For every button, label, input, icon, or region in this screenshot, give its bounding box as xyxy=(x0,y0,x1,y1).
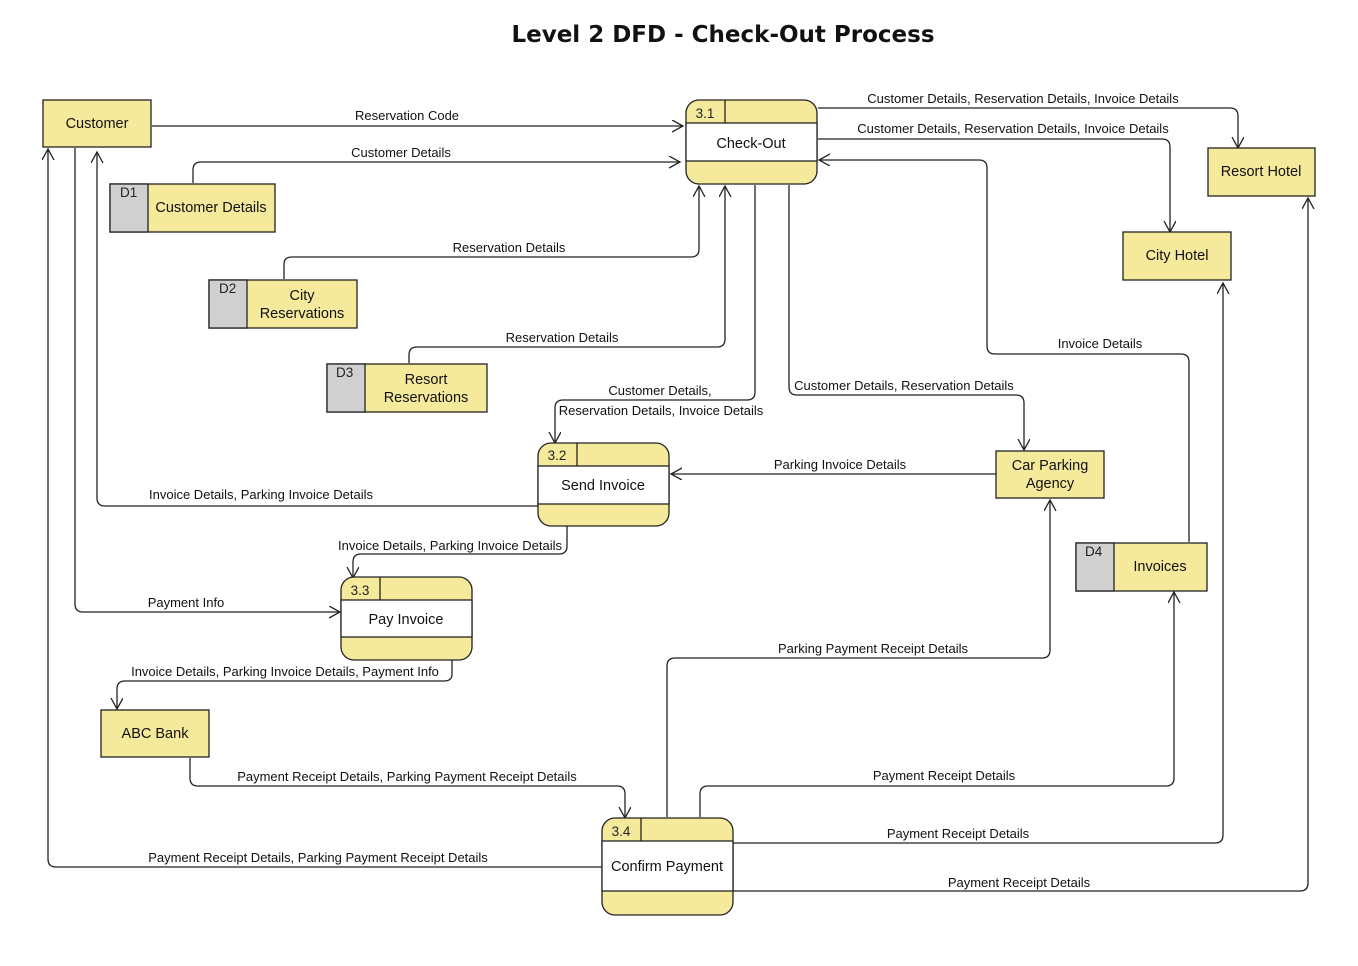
store-d3-name-line1: Resort xyxy=(405,372,448,388)
store-d3-name-line2: Reservations xyxy=(384,390,469,406)
process-3-1-id: 3.1 xyxy=(696,106,715,121)
label-bank-receipts: Payment Receipt Details, Parking Payment… xyxy=(237,769,577,784)
flow-customer-details xyxy=(192,162,680,183)
label-receipt-to-customer: Payment Receipt Details, Parking Payment… xyxy=(148,850,488,865)
entity-city-hotel-label: City Hotel xyxy=(1146,248,1209,264)
flow-labels: Reservation Code Customer Details Reserv… xyxy=(131,91,1179,890)
entity-city-hotel[interactable]: City Hotel xyxy=(1122,231,1232,281)
label-reservation-details-d3: Reservation Details xyxy=(506,330,619,345)
entity-customer[interactable]: Customer xyxy=(42,99,152,148)
label-receipt-to-resort: Payment Receipt Details xyxy=(948,875,1091,890)
process-3-2[interactable]: 3.2 Send Invoice xyxy=(537,442,670,527)
process-3-4[interactable]: 3.4 Confirm Payment xyxy=(601,817,734,916)
process-3-3-id: 3.3 xyxy=(351,583,370,598)
label-to-send-invoice-line2: Reservation Details, Invoice Details xyxy=(559,403,764,418)
flow-to-car-parking xyxy=(788,185,1024,450)
store-d3[interactable]: D3 Resort Reservations xyxy=(326,363,488,413)
flow-bank-receipts xyxy=(189,758,625,818)
label-reservation-details-d2: Reservation Details xyxy=(453,240,566,255)
store-d3-id: D3 xyxy=(336,365,353,380)
flow-receipt-to-customer xyxy=(48,149,602,868)
flow-to-pay-invoice xyxy=(353,526,568,578)
entity-car-parking-agency[interactable]: Car Parking Agency xyxy=(995,450,1105,499)
process-3-2-name: Send Invoice xyxy=(561,478,645,494)
store-d4-name: Invoices xyxy=(1133,559,1186,575)
entity-abc-bank-label: ABC Bank xyxy=(122,726,190,742)
label-invoices-to-checkout: Invoice Details xyxy=(1058,336,1143,351)
label-to-pay-invoice: Invoice Details, Parking Invoice Details xyxy=(338,538,562,553)
flow-reservation-details-d2 xyxy=(283,186,699,279)
label-parking-receipt: Parking Payment Receipt Details xyxy=(778,641,969,656)
store-d2-name-line2: Reservations xyxy=(260,306,345,322)
flow-receipt-to-city xyxy=(733,283,1223,844)
flow-receipt-to-invoices xyxy=(699,592,1174,817)
label-payment-info: Payment Info xyxy=(148,595,225,610)
store-d1-id: D1 xyxy=(120,185,137,200)
label-receipt-to-invoices: Payment Receipt Details xyxy=(873,768,1016,783)
store-d1[interactable]: D1 Customer Details xyxy=(109,183,276,233)
store-d4[interactable]: D4 Invoices xyxy=(1075,542,1208,592)
flow-to-city-hotel xyxy=(818,138,1170,232)
label-to-resort-hotel: Customer Details, Reservation Details, I… xyxy=(867,91,1179,106)
label-to-bank: Invoice Details, Parking Invoice Details… xyxy=(131,664,439,679)
label-to-send-invoice-line1: Customer Details, xyxy=(608,383,711,398)
process-3-1-name: Check-Out xyxy=(716,136,785,152)
entity-resort-hotel[interactable]: Resort Hotel xyxy=(1207,147,1316,197)
label-reservation-code: Reservation Code xyxy=(355,108,459,123)
flow-invoice-to-customer xyxy=(97,152,538,507)
process-3-4-name: Confirm Payment xyxy=(611,859,723,875)
store-d4-id: D4 xyxy=(1085,544,1103,559)
label-to-car-parking: Customer Details, Reservation Details xyxy=(794,378,1014,393)
label-to-city-hotel: Customer Details, Reservation Details, I… xyxy=(857,121,1169,136)
store-d2-name-line1: City xyxy=(290,288,316,304)
flow-payment-info xyxy=(74,148,340,612)
label-invoice-to-customer: Invoice Details, Parking Invoice Details xyxy=(149,487,373,502)
process-3-3-name: Pay Invoice xyxy=(369,612,444,628)
flow-to-bank xyxy=(117,660,453,709)
process-3-2-id: 3.2 xyxy=(548,448,567,463)
flow-receipt-to-resort xyxy=(733,198,1308,892)
flow-to-resort-hotel xyxy=(818,107,1238,148)
process-3-1[interactable]: 3.1 Check-Out xyxy=(685,99,818,185)
entity-car-parking-label-line1: Car Parking xyxy=(1012,458,1089,474)
entity-resort-hotel-label: Resort Hotel xyxy=(1221,164,1302,180)
store-d2[interactable]: D2 City Reservations xyxy=(208,279,358,329)
entity-car-parking-label-line2: Agency xyxy=(1026,476,1075,492)
label-customer-details: Customer Details xyxy=(351,145,451,160)
diagram-title: Level 2 DFD - Check-Out Process xyxy=(511,22,935,48)
flow-parking-receipt xyxy=(666,500,1050,817)
flow-reservation-details-d3 xyxy=(408,186,725,363)
flow-lines xyxy=(48,107,1308,892)
label-receipt-to-city: Payment Receipt Details xyxy=(887,826,1030,841)
entity-customer-label: Customer xyxy=(66,116,129,132)
entity-abc-bank[interactable]: ABC Bank xyxy=(100,709,210,758)
process-3-4-id: 3.4 xyxy=(612,824,631,839)
store-d2-id: D2 xyxy=(219,281,236,296)
flow-invoices-to-checkout xyxy=(819,160,1190,542)
process-3-3[interactable]: 3.3 Pay Invoice xyxy=(340,576,473,661)
flow-to-send-invoice xyxy=(555,185,756,443)
store-d1-name: Customer Details xyxy=(155,200,266,216)
label-parking-invoice: Parking Invoice Details xyxy=(774,457,907,472)
